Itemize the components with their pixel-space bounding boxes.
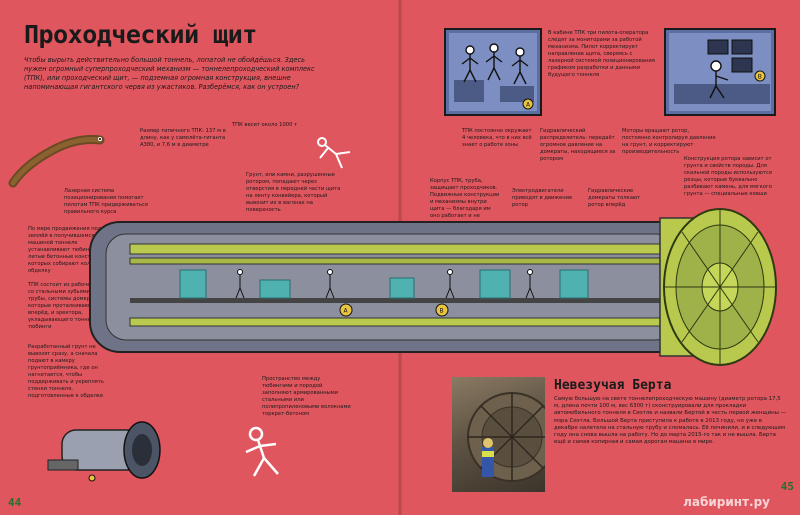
berta-photo — [452, 377, 545, 492]
svg-text:A: A — [344, 308, 349, 315]
label-weight: ТПК весит около 1000 т — [232, 122, 298, 128]
rotor-closeup-illustration — [47, 421, 161, 482]
label-rotor: Конструкция ротора зависит от грунта и с… — [684, 156, 772, 197]
label-dirt: Разработанный грунт не вывозят сразу, а … — [28, 344, 104, 399]
svg-text:B: B — [440, 308, 444, 315]
label-power: Электродвигатели приводят в движение рот… — [512, 188, 573, 208]
label-space: Пространство между тюбингами и породой з… — [262, 376, 351, 417]
cabin-operator: B — [674, 39, 770, 104]
label-cabin: В кабине ТПК три пилота-оператора следят… — [548, 30, 655, 78]
worm-illustration — [8, 135, 105, 188]
digger-figure — [317, 137, 351, 169]
cabin-panel: B — [664, 28, 776, 116]
svg-text:A: A — [526, 102, 531, 109]
label-jacks: Гидравлические домкраты толкают ротор вп… — [588, 188, 641, 208]
svg-text:B: B — [758, 74, 762, 81]
skeleton-figure — [245, 426, 279, 477]
intro-paragraph: Чтобы вырыть действительно большой тонне… — [24, 56, 315, 91]
watermark: лабиринт.ру — [683, 495, 770, 509]
page-number-left: 44 — [8, 496, 22, 509]
label-laser: Лазерная система позиционирования помога… — [64, 188, 148, 215]
label-progress: По мере продвижения под землёй в получив… — [28, 226, 120, 274]
berta-title: Невезучая Берта — [554, 378, 672, 393]
label-motors: Моторы вращают ротор, постоянно контроли… — [622, 128, 716, 155]
crew-figures: A — [454, 43, 534, 110]
label-size: Размер типичного ТПК: 137 м в длину, как… — [140, 128, 226, 148]
label-tpk: ТПК состоит из рабочего ротора со стальн… — [28, 282, 118, 330]
label-crew: ТПК постоянно окружает 4 человека, что в… — [462, 128, 532, 148]
tbm-cutaway-illustration: A B — [89, 208, 777, 366]
crew-room-panel: A — [444, 28, 542, 116]
label-hydraulic: Гидравлический распределитель: передаёт … — [540, 128, 616, 162]
berta-paragraph: Самую большую на свете тоннелепроходческ… — [554, 396, 786, 446]
page-title: Проходческий щит — [24, 20, 257, 49]
berta-photo-scene — [467, 392, 545, 482]
page-number-right: 45 — [780, 480, 794, 493]
label-soil: Грунт, или камни, разрушенные ротором, п… — [246, 172, 341, 213]
